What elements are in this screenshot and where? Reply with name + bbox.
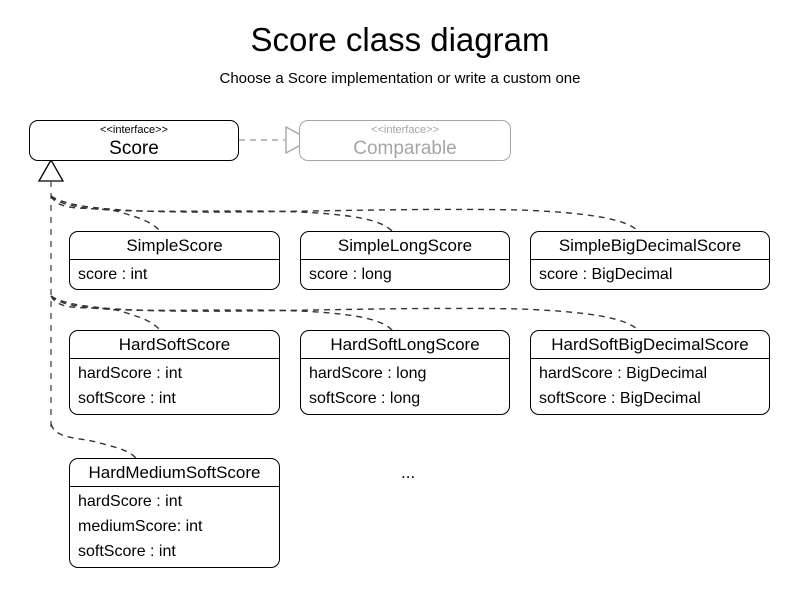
class-name-hard-soft-long-score: HardSoftLongScore	[301, 331, 509, 359]
attribute: score : long	[309, 266, 392, 283]
class-name-hard-medium-soft-score: HardMediumSoftScore	[70, 459, 279, 487]
class-box-simple-big-decimal-score[interactable]: SimpleBigDecimalScore score : BigDecimal	[530, 231, 770, 290]
interface-stereotype-score: <<interface>>	[100, 124, 168, 136]
class-name-simple-long-score: SimpleLongScore	[301, 232, 509, 260]
class-attributes-simple-long-score: score : long	[301, 260, 509, 287]
attribute: softScore : long	[309, 390, 421, 407]
branch-simple-score	[50, 195, 161, 232]
attribute: score : int	[78, 266, 148, 283]
class-box-hard-medium-soft-score[interactable]: HardMediumSoftScore hardScore : int medi…	[69, 458, 280, 568]
attribute: hardScore : long	[309, 365, 427, 382]
attribute: hardScore : int	[78, 365, 183, 382]
attribute: mediumScore: int	[78, 518, 203, 535]
class-box-hard-soft-long-score[interactable]: HardSoftLongScore hardScore : long softS…	[300, 330, 510, 415]
branch-hard-medium-soft-score	[50, 423, 137, 459]
interface-name-comparable: Comparable	[353, 138, 457, 159]
realization-arrowhead-comparable	[285, 125, 312, 155]
class-box-simple-long-score[interactable]: SimpleLongScore score : long	[300, 231, 510, 290]
generalization-arrowhead-score	[37, 158, 65, 182]
branch-hard-soft-long-score	[50, 295, 393, 331]
class-attributes-hard-soft-big-decimal-score: hardScore : BigDecimal softScore : BigDe…	[531, 359, 769, 411]
attribute: softScore : BigDecimal	[539, 390, 701, 407]
class-name-simple-big-decimal-score: SimpleBigDecimalScore	[531, 232, 769, 260]
page-title: Score class diagram	[250, 21, 550, 58]
class-attributes-simple-big-decimal-score: score : BigDecimal	[531, 260, 769, 287]
branch-simple-long-score	[50, 195, 393, 232]
class-box-simple-score[interactable]: SimpleScore score : int	[69, 231, 280, 290]
interface-stereotype-comparable: <<interface>>	[371, 124, 439, 136]
class-name-simple-score: SimpleScore	[70, 232, 279, 260]
branch-simple-big-decimal-score	[50, 195, 639, 232]
class-box-hard-soft-score[interactable]: HardSoftScore hardScore : int softScore …	[69, 330, 280, 415]
attribute: hardScore : BigDecimal	[539, 365, 708, 382]
class-attributes-simple-score: score : int	[70, 260, 279, 287]
branch-hard-soft-big-decimal-score	[50, 295, 639, 331]
more-implementations-indicator: ...	[401, 463, 416, 482]
attribute: softScore : int	[78, 543, 176, 560]
attribute: score : BigDecimal	[539, 266, 673, 283]
class-attributes-hard-soft-long-score: hardScore : long softScore : long	[301, 359, 509, 411]
class-attributes-hard-soft-score: hardScore : int softScore : int	[70, 359, 279, 411]
interface-box-comparable[interactable]: <<interface>> Comparable	[299, 120, 511, 161]
class-name-hard-soft-big-decimal-score: HardSoftBigDecimalScore	[531, 331, 769, 359]
branch-hard-soft-score	[50, 295, 161, 331]
attribute: softScore : int	[78, 390, 176, 407]
class-attributes-hard-medium-soft-score: hardScore : int mediumScore: int softSco…	[70, 487, 279, 564]
interface-name-score: Score	[109, 138, 159, 159]
class-box-hard-soft-big-decimal-score[interactable]: HardSoftBigDecimalScore hardScore : BigD…	[530, 330, 770, 415]
page-subtitle: Choose a Score implementation or write a…	[219, 70, 581, 87]
class-name-hard-soft-score: HardSoftScore	[70, 331, 279, 359]
interface-box-score[interactable]: <<interface>> Score	[29, 120, 239, 161]
attribute: hardScore : int	[78, 493, 183, 510]
